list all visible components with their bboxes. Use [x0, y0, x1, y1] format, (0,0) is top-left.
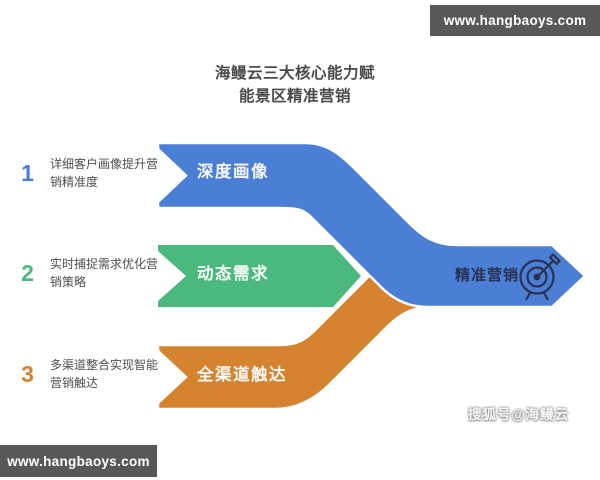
title-line-1: 海鳗云三大核心能力赋 — [214, 65, 375, 82]
item-2-number: 2 — [21, 260, 34, 286]
item-2-text: 实时捕捉需求优化营销策略 — [50, 257, 159, 289]
website-banner-top: www.hangbaoys.com — [430, 5, 600, 36]
website-banner-bottom: www.hangbaoys.com — [0, 445, 157, 477]
ribbon-dynamic-demand — [158, 245, 361, 307]
dart-shaft — [537, 259, 555, 277]
item-3: 3 多渠道整合实现智能营销触达 — [20, 357, 162, 392]
item-1: 1 详细客户画像提升营销精准度 — [20, 156, 162, 191]
target-dart-icon — [519, 253, 561, 301]
dart-fletching — [548, 253, 561, 266]
item-2: 2 实时捕捉需求优化营销策略 — [20, 256, 162, 291]
ribbon-label-dynamic-demand: 动态需求 — [197, 265, 269, 283]
target-inner-ring — [526, 266, 548, 288]
item-3-number: 3 — [21, 361, 34, 387]
item-1-text: 详细客户画像提升营销精准度 — [50, 157, 159, 189]
page-title: 海鳗云三大核心能力赋 能景区精准营销 — [0, 62, 590, 108]
ribbon-deep-profile-result-arrow — [156, 141, 587, 309]
item-3-text: 多渠道整合实现智能营销触达 — [50, 358, 159, 390]
ribbon-label-deep-profile: 深度画像 — [197, 163, 269, 181]
title-line-2: 能景区精准营销 — [238, 88, 351, 105]
target-legs — [525, 291, 549, 301]
target-outer-ring — [519, 259, 555, 295]
result-label: 精准营销 — [455, 267, 520, 284]
item-1-number: 1 — [21, 160, 34, 186]
ribbon-label-omnichannel-reach: 全渠道触达 — [197, 366, 287, 384]
sohu-watermark: 搜狐号@海鳗云 — [468, 407, 570, 422]
